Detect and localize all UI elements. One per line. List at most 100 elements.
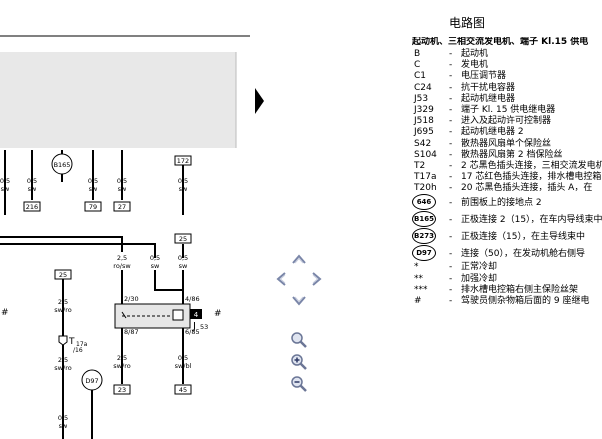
relay-pin-bl: 8/87 <box>124 328 139 336</box>
legend-dash: - <box>449 160 453 171</box>
legend-desc: 起动机 <box>461 49 489 59</box>
legend-dash: - <box>449 273 453 284</box>
wire-size: 0,5 <box>58 414 68 422</box>
terminal-label-23: 23 <box>118 386 126 394</box>
pan-right-icon[interactable] <box>306 268 328 290</box>
legend-row: ***-排水槽电控箱右侧主保险丝架 <box>412 285 602 296</box>
legend-desc: 散热器风扇单个保险丝 <box>461 138 552 149</box>
connector-sub: 17a <box>76 341 88 348</box>
circle-label-d97: D97 <box>85 377 98 385</box>
component-block <box>0 52 236 148</box>
legend-row: S104-散热器风扇第 2 档保险丝 <box>412 150 602 161</box>
legend-dash: - <box>449 104 453 115</box>
legend-dash: - <box>449 93 453 104</box>
legend-dash: - <box>449 138 453 149</box>
legend-desc: 发电机 <box>461 60 489 71</box>
wire-size: 2,5 <box>58 356 68 364</box>
legend-row: **-加强冷却 <box>412 274 602 285</box>
wire-size: 0,5 <box>178 177 188 185</box>
pan-left-icon[interactable] <box>270 268 292 290</box>
terminal-label-79: 79 <box>89 203 97 211</box>
legend-row: J53 -起动机继电器 <box>412 94 602 105</box>
wire-size: 0,5 <box>88 177 98 185</box>
legend-dash: - <box>449 116 453 127</box>
terminal-label-216: 216 <box>26 203 38 211</box>
connector-label: T <box>68 337 75 347</box>
legend-desc: 加强冷却 <box>461 273 498 284</box>
terminal-box-216 <box>23 201 41 212</box>
legend-dash: - <box>449 60 453 71</box>
legend-desc: 17 芯红色插头连接，排水槽电控箱 <box>461 172 602 183</box>
legend-code: J329 <box>414 104 434 115</box>
wire-color: sw <box>179 262 188 270</box>
terminal-box-79 <box>84 201 102 212</box>
zoom-in-icon[interactable] <box>288 351 310 373</box>
legend-row: *-正常冷却 <box>412 262 602 273</box>
wire-size: 2,5 <box>117 354 127 362</box>
hash-marker: # <box>214 309 222 319</box>
legend-row: B-起动机 <box>412 49 602 60</box>
legend-desc: 起动机继电器 <box>461 93 516 104</box>
zoom-fit-icon[interactable] <box>288 329 310 351</box>
legend-circle-code: 646 <box>412 194 436 211</box>
legend-circle-row: B165-正极连接 2（15），在车内导线束中 <box>412 211 602 228</box>
legend-desc: 进入及起动许可控制器 <box>461 116 552 127</box>
legend-desc: 端子 Kl. 15 供电继电器 <box>461 104 556 115</box>
legend-dash: - <box>449 232 453 243</box>
legend-circle-code: B273 <box>412 228 436 245</box>
pan-up-icon[interactable] <box>288 248 310 270</box>
relay-pin-left: 2/30 <box>124 295 139 303</box>
legend-code: C <box>414 60 421 71</box>
connection-circle-b165 <box>51 153 73 175</box>
legend-code: T20h <box>414 183 437 194</box>
legend-code: S104 <box>414 149 437 160</box>
terminal-label-45: 45 <box>179 386 187 394</box>
legend-desc: 正极连接 2（15），在车内导线束中 <box>461 215 602 226</box>
wire-size: 0,5 <box>117 177 127 185</box>
legend-dash: - <box>449 149 453 160</box>
legend-desc: 20 芯黑色插头连接，插头 A，在 <box>461 183 593 194</box>
relay-box-number <box>190 309 202 319</box>
terminal-box-172 <box>174 155 192 166</box>
legend-circle-row: 646-前围板上的接地点 2 <box>412 194 602 211</box>
legend-circle-row: D97-连接（50），在发动机舱右侧导 <box>412 245 602 262</box>
terminal-box-23 <box>113 384 131 395</box>
relay-box-number-label: 4 <box>194 311 199 319</box>
legend-code: * <box>414 262 419 273</box>
legend-row: C24-抗干扰电容器 <box>412 83 602 94</box>
terminal-box-45 <box>174 384 192 395</box>
legend-code: J695 <box>414 127 434 138</box>
legend-dash: - <box>449 262 453 273</box>
wire-size: 0,5 <box>178 254 188 262</box>
page-title: 电路图 <box>449 16 486 30</box>
wire-color: sw <box>89 185 98 193</box>
legend-code: J53 <box>414 93 429 104</box>
circle-label-b165: B165 <box>54 161 71 169</box>
terminal-label-172: 172 <box>177 157 189 165</box>
terminal-box-25a <box>174 233 192 244</box>
legend-row: S42-散热器风扇单个保险丝 <box>412 139 602 150</box>
wire-color: sw <box>28 185 37 193</box>
legend-row: J695-起动机继电器 2 <box>412 127 602 138</box>
legend-desc: 2 芯黑色插头连接，三相交流发电机 <box>461 160 602 171</box>
circuit-diagram[interactable]: B165 172 0,5 0,5 0,5 0,5 0,5 sw sw sw sw… <box>0 0 250 439</box>
legend-code: T2 <box>414 160 426 171</box>
wire-size: 2,5 <box>58 298 68 306</box>
wire-color: sw <box>179 185 188 193</box>
pan-down-icon[interactable] <box>288 290 310 312</box>
relay-pin-br: 6/85 <box>185 328 200 336</box>
legend-code: C1 <box>414 71 427 82</box>
legend-desc: 正极连接（15），在主导线束中 <box>461 232 585 243</box>
zoom-out-icon[interactable] <box>288 373 310 395</box>
legend-code: J518 <box>414 116 434 127</box>
legend-row: T2 -2 芯黑色插头连接，三相交流发电机 <box>412 161 602 172</box>
wire-color: sw/ro <box>113 362 130 370</box>
next-page-icon[interactable] <box>251 88 267 114</box>
legend-dash: - <box>449 71 453 82</box>
wire-color: sw/ro <box>54 306 71 314</box>
legend-row: C1-电压调节器 <box>412 71 602 82</box>
legend-dash: - <box>449 284 453 295</box>
relay-pin-right: 4/86 <box>185 295 200 303</box>
legend-dash: - <box>449 249 453 260</box>
